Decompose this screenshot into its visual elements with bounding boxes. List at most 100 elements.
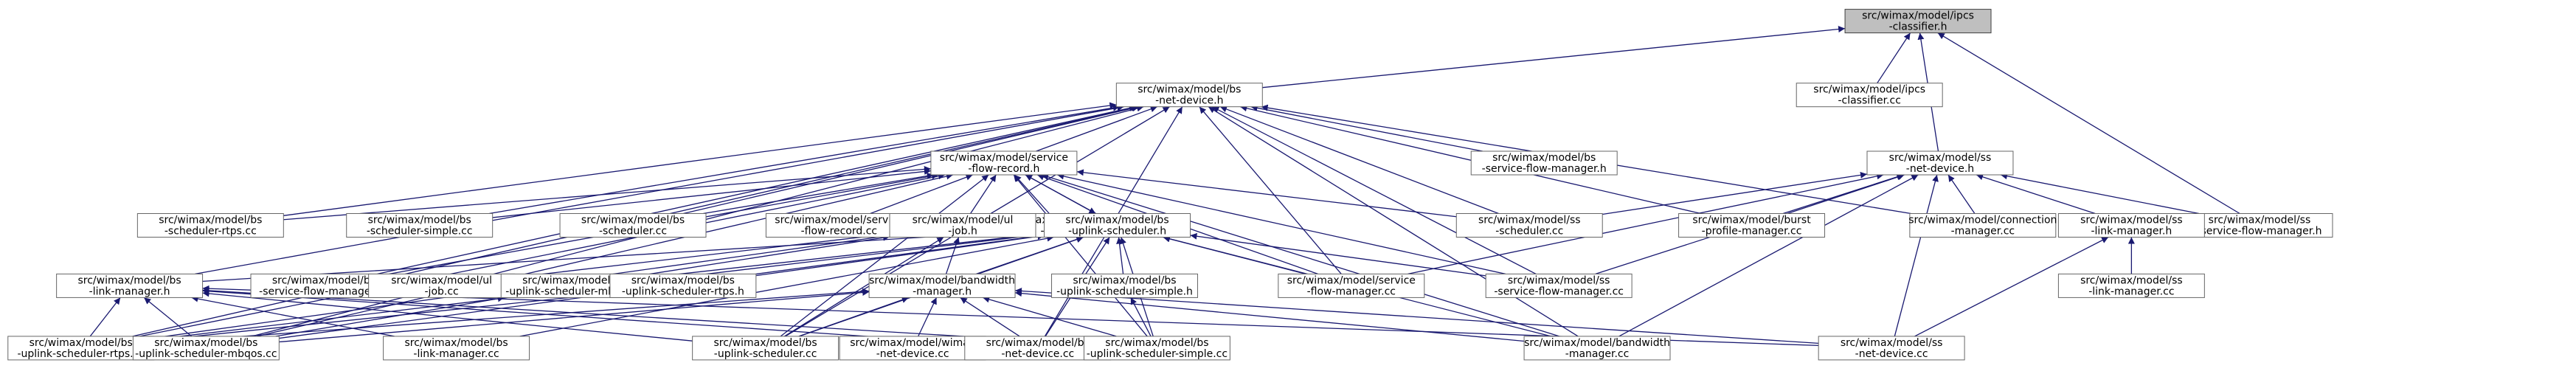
edge-line [683, 105, 1140, 215]
edge-line [870, 173, 973, 215]
node-box [2186, 213, 2333, 238]
edge-bandwidth-manager-cc-includes-bandwidth-manager-h [1014, 290, 1525, 342]
node-label-line: -net-device.cc [876, 348, 949, 360]
edge-line [1190, 232, 1486, 277]
node-bs-scheduler-cc[interactable]: src/wimax/model/bs-scheduler.cc [559, 213, 707, 238]
node-box [609, 273, 757, 298]
node-ipcs-classifier-cc[interactable]: src/wimax/model/ipcs-classifier.cc [1796, 83, 1943, 108]
node-ul-job-cc[interactable]: src/wimax/model/ul-job.cc [368, 273, 516, 298]
node-bs-service-flow-manager-h[interactable]: src/wimax/model/bs-service-flow-manager.… [1470, 150, 1618, 176]
node-bandwidth-manager-h[interactable]: src/wimax/model/bandwidth-manager.h [868, 273, 1016, 298]
node-ss-link-manager-h[interactable]: src/wimax/model/ss-link-manager.h [2057, 213, 2205, 238]
node-label-line: src/wimax/model/bs [404, 337, 508, 349]
node-bs-link-manager-cc[interactable]: src/wimax/model/bs-link-manager.cc [383, 336, 530, 361]
edge-line [139, 173, 946, 337]
node-label-line: src/wimax/model/bs [272, 274, 375, 286]
edge-line [1602, 171, 1868, 215]
edge-line [1076, 169, 1457, 218]
edge-bs-net-device-h-includes-ipcs-classifier-h [1262, 26, 1846, 89]
edge-bs-uplink-scheduler-simple-h-includes-bs-uplink-scheduler-h [1116, 237, 1124, 274]
edge-service-flow-cc-includes-service-flow-record-h [1014, 174, 1050, 214]
node-label-line: src/wimax/model/ss [1889, 152, 1992, 164]
node-box [2057, 213, 2205, 238]
node-label-line: -manager.cc [1565, 348, 1630, 360]
node-label-line: -net-device.h [1906, 163, 1974, 175]
node-label-line: -scheduler.cc [599, 226, 667, 238]
node-bs-net-device-h[interactable]: src/wimax/model/bs-net-device.h [1115, 83, 1263, 108]
edge-service-flow-manager-cc-includes-bs-net-device-h [1199, 106, 1342, 274]
edge-line [283, 102, 1117, 216]
node-wimax-net-device-cc[interactable]: src/wimax/model/wimax-net-device.cc [839, 336, 986, 361]
node-ss-service-flow-manager-h[interactable]: src/wimax/model/ss-service-flow-manager.… [2186, 213, 2333, 238]
edge-line [519, 235, 1054, 337]
node-bs-uplink-scheduler-h[interactable]: src/wimax/model/bs-uplink-scheduler.h [1044, 213, 1191, 238]
node-label-line: -classifier.cc [1838, 95, 1900, 107]
node-label-line: -flow-record.cc [801, 226, 878, 238]
node-bandwidth-manager-cc[interactable]: src/wimax/model/bandwidth-manager.cc [1523, 336, 1671, 361]
edge-ss-net-device-cc-includes-ss-link-manager-h [1914, 236, 2109, 337]
node-label-line: -job.cc [425, 285, 459, 297]
node-bs-uplink-scheduler-simple-cc[interactable]: src/wimax/model/bs-uplink-scheduler-simp… [1083, 336, 1230, 361]
edge-bs-uplink-scheduler-rtps-cc-includes-service-flow-record-h [139, 173, 946, 337]
node-bs-uplink-scheduler-simple-h[interactable]: src/wimax/model/bs-uplink-scheduler-simp… [1051, 273, 1198, 298]
node-bs-link-manager-h[interactable]: src/wimax/model/bs-link-manager.h [56, 273, 204, 298]
edge-bs-uplink-scheduler-simple-cc-includes-service-flow-record-h [1013, 174, 1148, 337]
edge-bs-scheduler-cc-includes-bs-net-device-h [683, 105, 1140, 215]
node-service-flow-record-cc[interactable]: src/wimax/model/service-flow-record.cc [765, 213, 913, 238]
node-label-line: -service-flow-manager.cc [1494, 285, 1624, 297]
node-ipcs-classifier-h[interactable]: src/wimax/model/ipcs-classifier.h [1844, 9, 1992, 34]
edge-line [780, 174, 989, 337]
node-label-line: -link-manager.cc [2088, 285, 2174, 297]
node-bs-uplink-scheduler-mbqos-cc[interactable]: src/wimax/model/bs-uplink-scheduler-mbqo… [132, 336, 280, 361]
node-box [1278, 273, 1425, 298]
node-label-line: src/wimax/model/ss [1841, 337, 1943, 349]
edge-line [1877, 32, 1911, 84]
node-ss-net-device-cc[interactable]: src/wimax/model/ss-net-device.cc [1818, 336, 1965, 361]
node-label-line: -service-flow-manager.h [2197, 226, 2321, 238]
node-bs-uplink-scheduler-rtps-h[interactable]: src/wimax/model/bs-uplink-scheduler-rtps… [609, 273, 757, 298]
edge-bs-uplink-scheduler-simple-cc-includes-bs-uplink-scheduler-simple-h [1130, 297, 1152, 337]
node-label-line: src/wimax/model/ss [2080, 215, 2183, 226]
node-label-line: -uplink-scheduler-mbqos.h [505, 285, 643, 297]
node-label-line: -flow-manager.cc [1307, 285, 1396, 297]
node-ul-job-h[interactable]: src/wimax/model/ul-job.h [889, 213, 1036, 238]
node-label-line: -classifier.h [1889, 21, 1947, 33]
edge-layer [89, 26, 2240, 347]
edge-bs-uplink-scheduler-mbqos-cc-includes-bs-uplink-scheduler-mbqos-h [275, 295, 505, 337]
edge-bs-uplink-scheduler-simple-cc-includes-bandwidth-manager-h [983, 296, 1117, 337]
node-box [368, 273, 516, 298]
node-label-line: src/wimax/model/service [1287, 274, 1416, 286]
node-burst-profile-manager-cc[interactable]: src/wimax/model/burst-profile-manager.cc [1678, 213, 1826, 238]
node-ss-scheduler-cc[interactable]: src/wimax/model/ss-scheduler.cc [1455, 213, 1603, 238]
edge-ss-service-flow-manager-cc-includes-bs-uplink-scheduler-h [1190, 232, 1486, 277]
edge-line [1208, 106, 1579, 337]
node-label-line: -job.h [948, 226, 977, 238]
node-label-line: src/wimax/model/bs [1065, 215, 1168, 226]
node-box [1470, 150, 1618, 176]
node-bs-uplink-scheduler-rtps-cc[interactable]: src/wimax/model/bs-uplink-scheduler-rtps… [7, 336, 155, 361]
node-connection-manager-cc[interactable]: src/wimax/model/connection-manager.cc [1908, 213, 2057, 238]
edge-line [1937, 32, 2240, 215]
node-service-flow-record-h[interactable]: src/wimax/model/service-flow-record.h [930, 150, 1078, 176]
node-service-flow-manager-cc[interactable]: src/wimax/model/service-flow-manager.cc [1278, 273, 1425, 298]
edge-line [783, 236, 944, 337]
node-label-line: src/wimax/model/ul [913, 215, 1014, 226]
edge-line [1025, 174, 1096, 215]
edge-burst-profile-manager-cc-includes-bs-net-device-h [1240, 105, 1701, 215]
node-ss-service-flow-manager-cc[interactable]: src/wimax/model/ss-service-flow-manager.… [1485, 273, 1632, 298]
node-label-line: -uplink-scheduler-rtps.h [622, 285, 744, 297]
edge-bs-link-manager-cc-includes-bs-uplink-scheduler-h [519, 235, 1054, 337]
edge-bs-net-device-cc-includes-bs-link-manager-h [202, 288, 965, 344]
node-label-line: -manager.h [913, 285, 972, 297]
edge-bs-net-device-cc-includes-bandwidth-manager-h [960, 297, 1020, 337]
node-ss-net-device-h[interactable]: src/wimax/model/ss-net-device.h [1866, 150, 2014, 176]
node-ss-link-manager-cc[interactable]: src/wimax/model/ss-link-manager.cc [2057, 273, 2205, 298]
node-bs-uplink-scheduler-cc[interactable]: src/wimax/model/bs-uplink-scheduler.cc [692, 336, 839, 361]
node-bs-scheduler-rtps-cc[interactable]: src/wimax/model/bs-scheduler-rtps.cc [136, 213, 284, 238]
edge-line [755, 233, 1045, 277]
edge-service-flow-record-cc-includes-service-flow-record-h [870, 173, 973, 215]
node-label-line: src/wimax/model/bs [368, 215, 471, 226]
node-bs-scheduler-simple-cc[interactable]: src/wimax/model/bs-scheduler-simple.cc [346, 213, 494, 238]
edge-bs-uplink-scheduler-rtps-cc-includes-bs-uplink-scheduler-rtps-h [153, 291, 610, 342]
edge-bs-scheduler-simple-cc-includes-service-flow-record-h [492, 168, 931, 218]
